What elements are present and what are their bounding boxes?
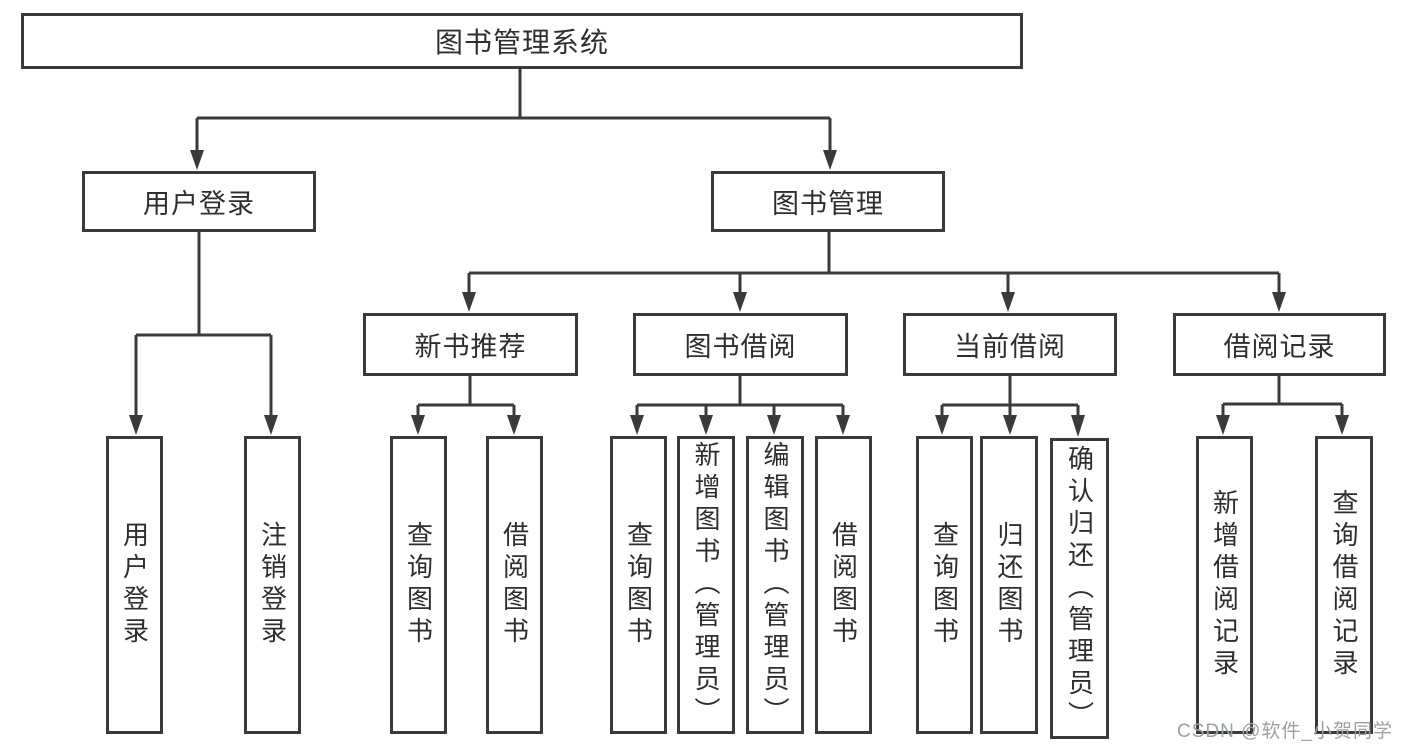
connector-bookborrow-branch [635, 376, 845, 417]
arrowhead [264, 415, 278, 435]
node-label: 当前借阅 [954, 332, 1066, 362]
node-borrow-records: 借阅记录 [1173, 313, 1386, 376]
node-label: 归还图书 [994, 521, 1024, 649]
node-new-book-recommend: 新书推荐 [363, 313, 578, 376]
arrowhead [1335, 415, 1349, 435]
arrowhead [507, 415, 521, 435]
arrowhead [823, 150, 837, 170]
connector-root-branch [195, 69, 832, 152]
leaf-borrow-book: 借阅图书 [815, 436, 872, 734]
node-book-borrow: 图书借阅 [633, 313, 848, 376]
node-label: 用户登录 [143, 189, 255, 219]
arrowhead [767, 415, 781, 435]
connector-newbookrec-branch [416, 376, 516, 417]
node-label: 借阅记录 [1223, 332, 1336, 362]
leaf-query-book-recommend: 查询图书 [390, 436, 447, 734]
arrowhead [1003, 415, 1017, 435]
leaf-borrow-book-recommend: 借阅图书 [486, 436, 543, 734]
node-label: 图书管理系统 [434, 27, 609, 58]
leaf-query-book-borrow: 查询图书 [610, 436, 667, 734]
leaf-query-book-current: 查询图书 [916, 436, 973, 734]
connector-bookmgmt-branch [467, 232, 1281, 294]
node-label: 查询图书 [403, 521, 434, 649]
node-book-management: 图书管理 [711, 171, 945, 232]
node-label: 查询图书 [929, 521, 960, 649]
connector-currentborrow-branch [940, 376, 1080, 417]
node-label: 查询图书 [623, 521, 654, 649]
arrowhead [630, 415, 644, 435]
arrowhead [462, 292, 476, 312]
leaf-query-borrow-record: 查询借阅记录 [1315, 436, 1373, 734]
arrowhead [935, 415, 949, 435]
arrowhead [1272, 292, 1286, 312]
leaf-return-book: 归还图书 [980, 436, 1038, 734]
arrowhead [836, 415, 850, 435]
leaf-add-book-admin: 新增图书（管理员） [677, 436, 735, 734]
leaf-add-borrow-record: 新增借阅记录 [1196, 436, 1253, 734]
node-label: 注销登录 [257, 521, 288, 649]
node-label: 新书推荐 [414, 332, 527, 362]
leaf-logout: 注销登录 [244, 436, 301, 734]
node-user-login: 用户登录 [82, 171, 316, 232]
leaf-confirm-return-admin: 确认归还（管理员） [1050, 438, 1109, 739]
csdn-watermark: CSDN @软件_小贺同学 [1177, 721, 1393, 742]
arrowhead [190, 150, 204, 170]
leaf-user-login: 用户登录 [106, 436, 163, 734]
arrowhead [1001, 292, 1015, 312]
node-root-system: 图书管理系统 [21, 13, 1023, 69]
node-label: 确认归还（管理员） [1064, 444, 1095, 733]
connector-userlogin-branch [134, 232, 273, 417]
arrowhead [1216, 415, 1230, 435]
node-label: 用户登录 [119, 521, 150, 649]
arrowhead [129, 415, 143, 435]
arrowhead [1071, 415, 1085, 437]
node-label: 查询借阅记录 [1329, 489, 1359, 681]
node-label: 新增图书（管理员） [691, 441, 721, 729]
node-label: 借阅图书 [828, 521, 859, 649]
node-label: 图书借阅 [684, 332, 797, 362]
arrowheads [129, 150, 1349, 437]
connector-borrowrecords-branch [1221, 376, 1344, 417]
node-label: 新增借阅记录 [1209, 489, 1240, 681]
node-current-borrow: 当前借阅 [903, 313, 1117, 376]
node-label: 借阅图书 [499, 521, 530, 649]
node-label: 编辑图书（管理员） [760, 441, 790, 729]
leaf-edit-book-admin: 编辑图书（管理员） [746, 436, 804, 734]
arrowhead [411, 415, 425, 435]
arrowhead [733, 292, 747, 312]
arrowhead [699, 415, 713, 435]
node-label: 图书管理 [772, 189, 884, 219]
